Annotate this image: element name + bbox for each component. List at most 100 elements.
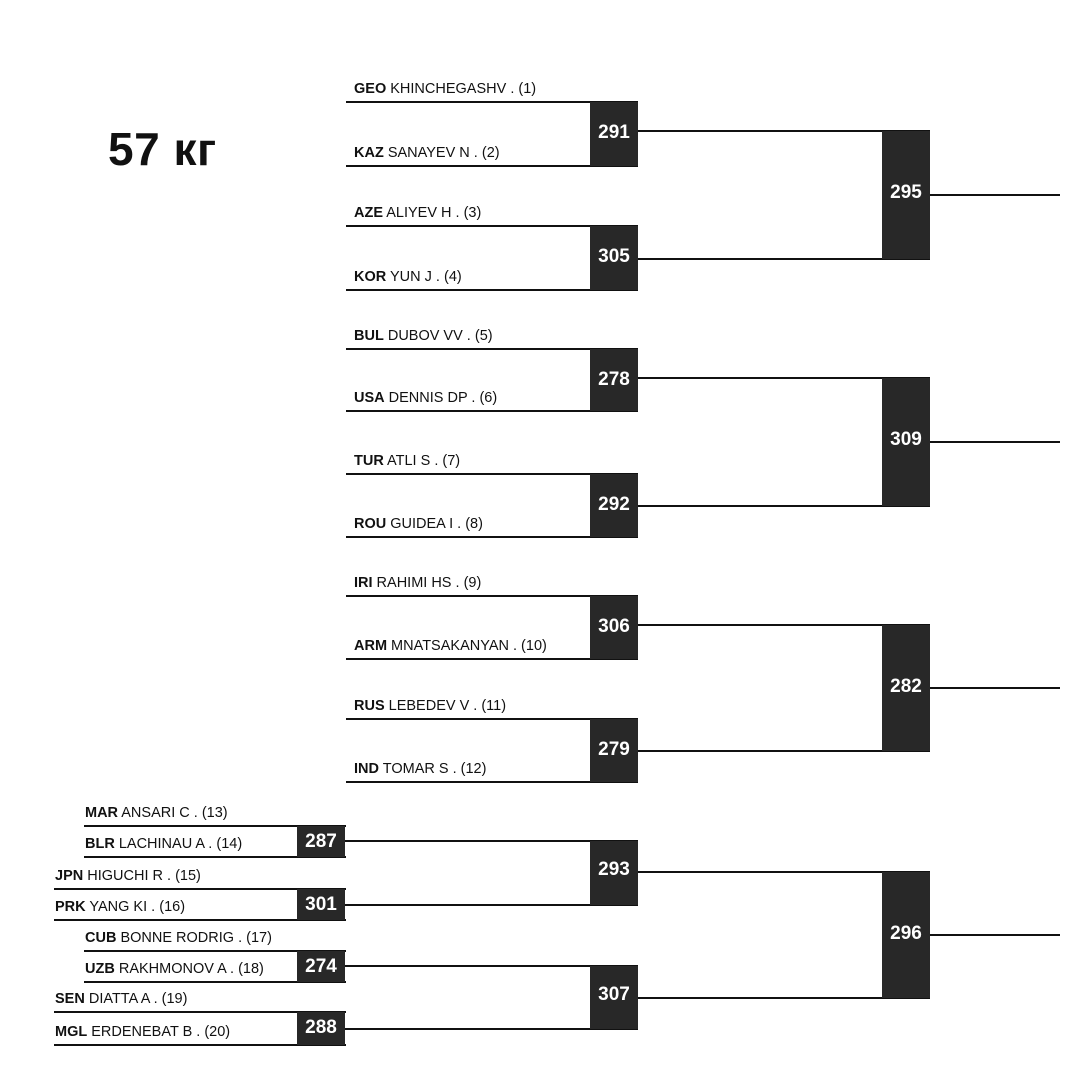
country-code: GEO [354, 81, 387, 97]
bracket-line [346, 781, 638, 783]
country-code: MGL [55, 1024, 88, 1040]
wrestler-name: RAKHMONOV A . [114, 961, 239, 977]
bout-number-box: 301 [297, 889, 345, 920]
country-code: RUS [354, 698, 385, 714]
wrestler-name: RAHIMI HS . [372, 575, 464, 591]
bracket-line [638, 130, 930, 132]
wrestler-seed: (12) [460, 761, 487, 777]
wrestler-name: HIGUCHI R . [83, 868, 176, 884]
bracket-exit-line [930, 934, 1060, 936]
bout-number-box: 295 [882, 131, 930, 259]
wrestler-label: MAR ANSARI C . (13) [85, 804, 228, 822]
bracket-line [638, 624, 930, 626]
bout-number-box: 306 [590, 596, 638, 659]
wrestler-label: IRI RAHIMI HS . (9) [354, 574, 481, 592]
wrestler-seed: (6) [479, 390, 498, 406]
country-code: TUR [354, 453, 384, 469]
bracket-line [638, 377, 930, 379]
wrestler-name: YUN J . [386, 269, 444, 285]
country-code: IRI [354, 575, 373, 591]
bracket-line [638, 871, 930, 873]
bout-number-box: 291 [590, 102, 638, 166]
wrestler-seed: (20) [204, 1024, 231, 1040]
wrestler-label: SEN DIATTA A . (19) [55, 990, 187, 1008]
bracket-line [54, 888, 346, 890]
wrestler-seed: (2) [481, 145, 500, 161]
bracket-line [346, 718, 638, 720]
country-code: SEN [55, 991, 85, 1007]
wrestler-name: ALIYEV H . [383, 205, 464, 221]
wrestler-name: BONNE RODRIG . [116, 930, 247, 946]
wrestler-label: TUR ATLI S . (7) [354, 452, 460, 470]
bracket-line [346, 348, 638, 350]
wrestler-name: MNATSAKANYAN . [387, 638, 522, 654]
bout-number-box: 307 [590, 966, 638, 1029]
wrestler-label: AZE ALIYEV H . (3) [354, 204, 481, 222]
bout-number-box: 309 [882, 378, 930, 506]
wrestler-label: GEO KHINCHEGASHV . (1) [354, 80, 536, 98]
bout-number-box: 293 [590, 841, 638, 905]
country-code: ARM [354, 638, 388, 654]
bracket-line [346, 658, 638, 660]
wrestler-seed: (17) [246, 930, 272, 946]
wrestler-name: DENNIS DP . [384, 390, 480, 406]
bracket-exit-line [930, 441, 1060, 443]
bout-number-box: 292 [590, 474, 638, 537]
country-code: KOR [354, 269, 387, 285]
wrestler-label: IND TOMAR S . (12) [354, 760, 486, 778]
bout-number-box: 296 [882, 872, 930, 998]
wrestler-seed: (4) [443, 269, 462, 285]
bracket-line [84, 981, 346, 983]
wrestler-name: ATLI S . [383, 453, 443, 469]
bracket-line [345, 965, 638, 967]
wrestler-label: ARM MNATSAKANYAN . (10) [354, 637, 547, 655]
wrestler-name: LEBEDEV V . [384, 698, 482, 714]
country-code: AZE [354, 205, 383, 221]
wrestler-seed: (8) [465, 516, 483, 532]
bracket-line [346, 289, 638, 291]
bout-number-box: 288 [297, 1012, 345, 1045]
wrestler-seed: (11) [481, 698, 507, 714]
country-code: PRK [55, 899, 86, 915]
country-code: USA [354, 390, 385, 406]
bracket-line [346, 165, 638, 167]
bracket-line [638, 505, 930, 507]
bracket-line [54, 1044, 346, 1046]
country-code: CUB [85, 930, 117, 946]
bout-number-box: 278 [590, 349, 638, 411]
wrestler-name: ERDENEBAT B . [87, 1024, 205, 1040]
bracket-line [346, 473, 638, 475]
bracket-line [84, 856, 346, 858]
bracket-line [346, 595, 638, 597]
wrestler-name: ANSARI C . [118, 805, 202, 821]
country-code: ROU [354, 516, 387, 532]
bracket-line [345, 904, 638, 906]
bout-number-box: 282 [882, 625, 930, 751]
bracket-line [346, 410, 638, 412]
bracket-line [84, 825, 346, 827]
wrestler-label: KAZ SANAYEV N . (2) [354, 144, 500, 162]
bracket-exit-line [930, 687, 1060, 689]
wrestler-label: PRK YANG KI . (16) [55, 898, 185, 916]
country-code: BUL [354, 328, 384, 344]
bout-number-box: 305 [590, 226, 638, 290]
country-code: KAZ [354, 145, 384, 161]
wrestler-seed: (14) [216, 836, 243, 852]
bout-number-box: 287 [297, 826, 345, 857]
bracket-line [346, 101, 638, 103]
wrestler-seed: (7) [442, 453, 461, 469]
country-code: MAR [85, 805, 119, 821]
bracket-line [345, 1028, 638, 1030]
wrestler-seed: (1) [518, 81, 537, 97]
weight-class-title: 57 кг [108, 123, 217, 175]
wrestler-name: LACHINAU A . [114, 836, 217, 852]
wrestler-label: CUB BONNE RODRIG . (17) [85, 929, 272, 947]
wrestler-seed: (13) [201, 805, 228, 821]
wrestler-name: DIATTA A . [84, 991, 162, 1007]
wrestler-name: DUBOV VV . [383, 328, 475, 344]
wrestler-name: SANAYEV N . [383, 145, 482, 161]
wrestler-seed: (15) [175, 868, 201, 884]
bracket-line [84, 950, 346, 952]
wrestler-name: YANG KI . [85, 899, 160, 915]
